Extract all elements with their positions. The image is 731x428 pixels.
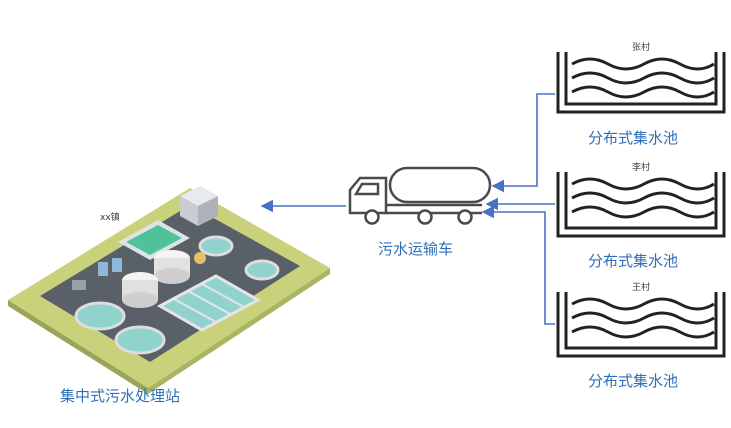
collection-tank-2 — [556, 172, 726, 238]
arrow-tank3-to-truck — [481, 205, 555, 325]
plant-caption: 集中式污水处理站 — [60, 387, 181, 405]
round-clarifiers — [74, 235, 280, 355]
truck-icon — [348, 166, 492, 225]
aeration-basin — [156, 274, 262, 332]
rect-pool — [118, 220, 190, 260]
storage-tanks — [122, 250, 190, 308]
truck-caption: 污水运输车 — [378, 240, 454, 258]
tank-3-village: 王村 — [632, 283, 651, 293]
flow-arrows — [260, 93, 555, 325]
tank-1-village: 张村 — [632, 43, 651, 53]
tank-2-village: 李村 — [632, 163, 651, 173]
collection-tank-1 — [556, 52, 726, 114]
tank-2-caption: 分布式集水池 — [588, 252, 679, 270]
arrow-tank1-to-truck — [491, 93, 555, 193]
small-tanks — [72, 252, 206, 290]
tank-3-caption: 分布式集水池 — [588, 372, 679, 390]
town-label: xx镇 — [100, 213, 120, 223]
treatment-plant-illustration — [8, 186, 330, 394]
office-building — [180, 186, 218, 226]
collection-tank-3 — [556, 292, 726, 358]
tank-1-caption: 分布式集水池 — [588, 129, 679, 147]
